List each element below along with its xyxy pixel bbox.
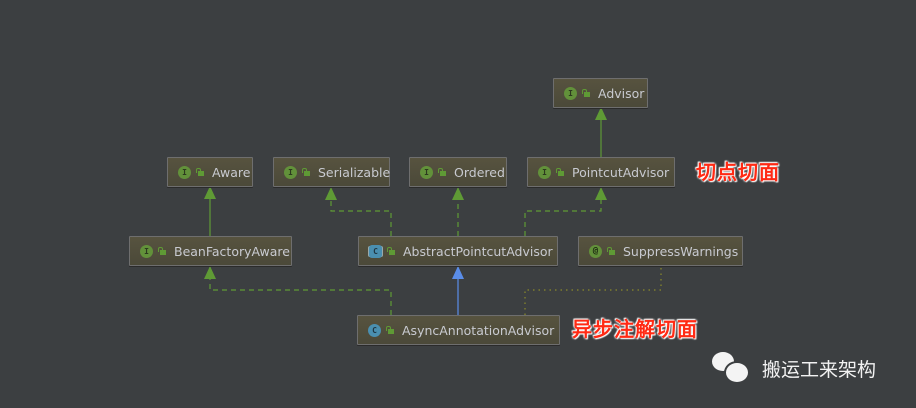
public-access-icon — [582, 88, 590, 98]
interface-icon: I — [538, 165, 551, 179]
public-access-icon — [386, 325, 394, 335]
node-label: BeanFactoryAware — [174, 243, 290, 259]
interface-icon: I — [284, 165, 297, 179]
callout-async-annotation-aspect: 异步注解切面 — [572, 317, 698, 341]
public-access-icon — [196, 167, 204, 177]
node-suppress-warnings[interactable]: @ SuppressWarnings — [578, 236, 743, 266]
interface-icon: I — [420, 165, 433, 179]
public-access-icon — [158, 246, 166, 256]
public-access-icon — [438, 167, 446, 177]
wechat-icon — [712, 352, 752, 384]
node-label: Advisor — [598, 85, 645, 101]
public-access-icon — [387, 246, 395, 256]
watermark-text: 搬运工来架构 — [762, 358, 877, 381]
node-label: AsyncAnnotationAdvisor — [402, 322, 555, 338]
public-access-icon — [556, 167, 564, 177]
edge-pointcutadvisor-advisor — [595, 107, 607, 157]
node-bean-factory-aware[interactable]: I BeanFactoryAware — [129, 236, 292, 266]
abstract-class-icon: C — [369, 244, 382, 258]
edge-abstractpointcutadvisor-pointcutadvisor — [524, 187, 607, 236]
edge-abstractpointcutadvisor-serializable — [325, 187, 392, 236]
node-aware[interactable]: I Aware — [167, 157, 253, 187]
interface-icon: I — [178, 165, 191, 179]
annotation-icon: @ — [589, 244, 602, 258]
edge-asyncannotationadvisor-suppresswarnings — [524, 267, 662, 315]
node-label: Ordered — [454, 164, 505, 180]
edge-beanfactoryaware-aware — [204, 186, 216, 236]
node-advisor[interactable]: I Advisor — [553, 78, 648, 108]
node-abstract-pointcut-advisor[interactable]: C AbstractPointcutAdvisor — [358, 236, 558, 266]
node-pointcut-advisor[interactable]: I PointcutAdvisor — [527, 157, 675, 187]
public-access-icon — [302, 167, 310, 177]
edge-abstractpointcutadvisor-ordered — [452, 187, 464, 236]
class-icon: C — [368, 323, 381, 337]
edge-asyncannotationadvisor-abstractpointcutadvisor — [452, 266, 464, 315]
node-async-annotation-advisor[interactable]: C AsyncAnnotationAdvisor — [357, 315, 560, 345]
node-ordered[interactable]: I Ordered — [409, 157, 507, 187]
callout-pointcut-aspect: 切点切面 — [696, 160, 780, 184]
watermark: 搬运工来架构 — [712, 352, 876, 384]
node-label: Aware — [212, 164, 251, 180]
node-label: SuppressWarnings — [623, 243, 739, 259]
interface-icon: I — [564, 86, 577, 100]
node-serializable[interactable]: I Serializable — [273, 157, 390, 187]
node-label: PointcutAdvisor — [572, 164, 670, 180]
node-label: Serializable — [318, 164, 391, 180]
interface-icon: I — [140, 244, 153, 258]
node-label: AbstractPointcutAdvisor — [403, 243, 553, 259]
edge-asyncannotationadvisor-beanfactoryaware — [204, 266, 392, 315]
public-access-icon — [607, 246, 615, 256]
